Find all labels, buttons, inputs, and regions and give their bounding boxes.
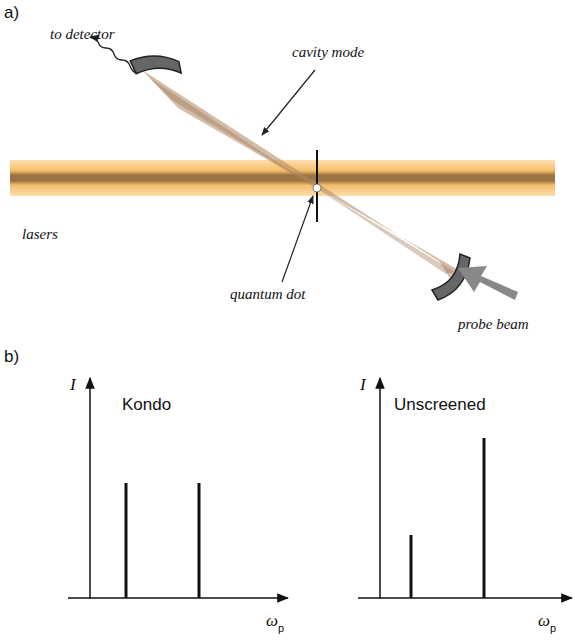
photon-arrow [90,37,138,74]
axis [358,597,572,599]
axis-label: ω [538,612,550,631]
spectral-line [198,483,201,598]
axis [379,378,381,598]
plot-title: Kondo [122,396,171,415]
mirror [127,46,185,88]
axis-subscript: p [550,622,556,634]
axis-label: I [360,376,366,395]
part-label: to detector [50,26,115,43]
axis [68,597,288,599]
cavity-mode-core [150,78,455,274]
axis-subscript: p [278,622,284,634]
part-label: lasers [22,226,58,243]
panel-label: a) [4,4,19,23]
axis-label: ω [266,612,278,631]
axis-label: I [70,376,76,395]
part-label: probe beam [458,316,529,333]
probe-arrow [458,266,518,300]
spectral-line [125,483,128,598]
panel-label: b) [4,348,19,367]
axis [89,378,91,598]
plot-title: Unscreened [394,396,486,415]
leader-line [282,196,313,282]
quantum-dot [313,184,321,192]
spectral-line [483,438,486,598]
leader-line [262,70,315,135]
part-label: quantum dot [230,286,305,303]
cavity-mode [142,70,462,282]
spectral-line [410,535,413,598]
part-label: cavity mode [292,44,364,61]
